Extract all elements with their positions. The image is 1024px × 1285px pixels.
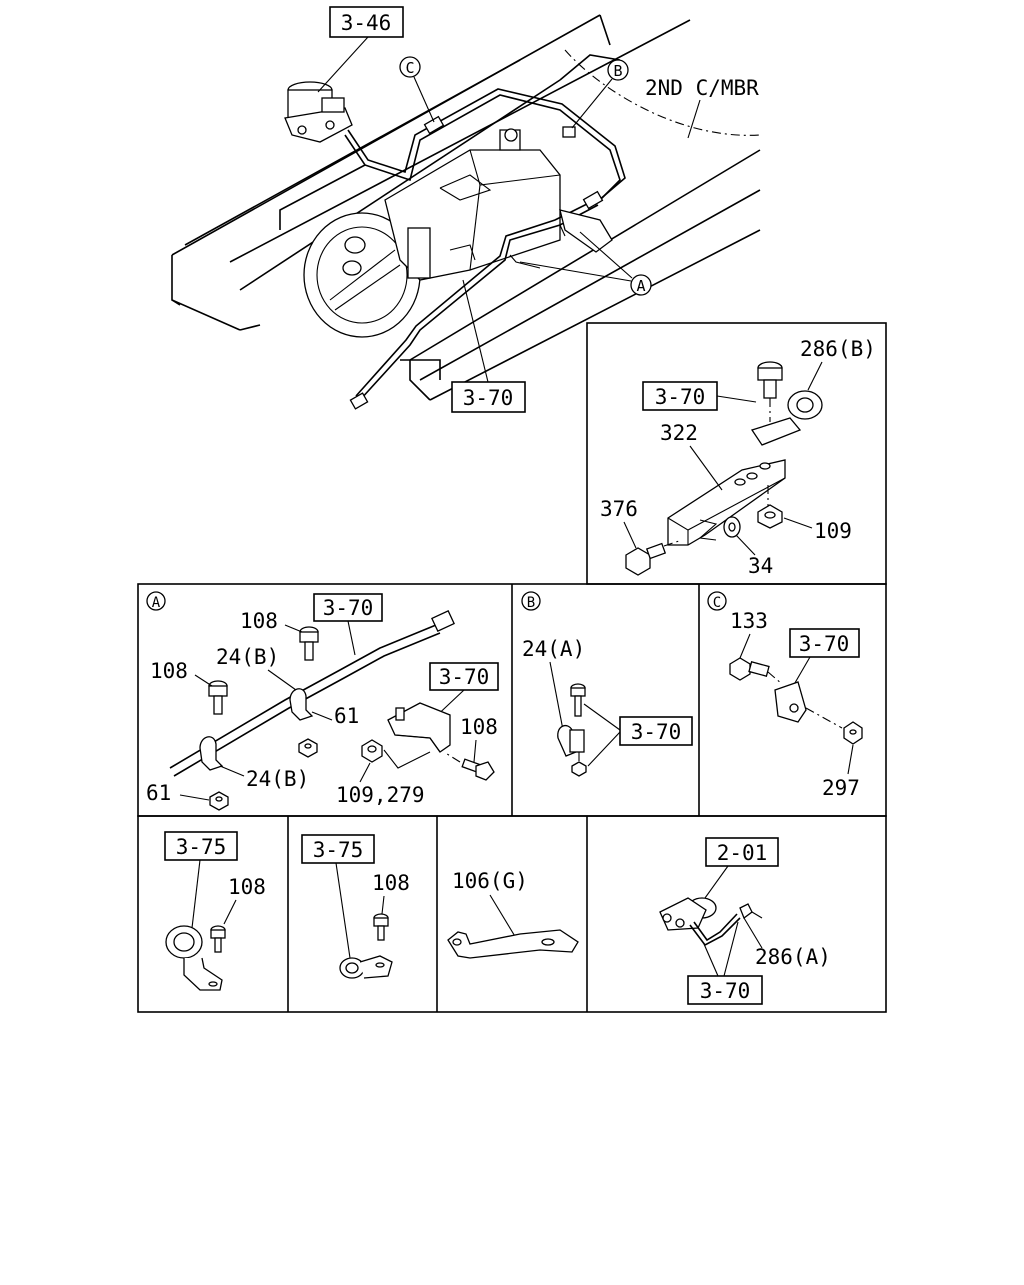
main-ref-air-dryer-label: 3-46 [341, 11, 392, 35]
detail-grid-frame [137, 322, 887, 1013]
brake-piping [279, 88, 626, 410]
detail-a-ref-pipe: 3-70 [323, 596, 374, 620]
detail-b-tag: B [527, 595, 535, 611]
callout-a-label: A [636, 277, 645, 295]
detail-c-part-nut: 297 [822, 776, 860, 800]
detail-a-part-bolt-right: 108 [460, 715, 498, 739]
bottom-panel-2-ref: 3-75 [313, 838, 364, 862]
detail-a-part-clip-top: 24(B) [216, 645, 279, 669]
callout-a: A [519, 231, 652, 296]
callout-c: C [399, 56, 435, 123]
main-ref-transmission: 3-70 [451, 279, 526, 413]
bottom-panel-2-part: 108 [372, 871, 410, 895]
callout-b-label: B [613, 62, 622, 80]
detail-a-part-nut-mid: 61 [334, 704, 359, 728]
detail-a-part-nut-pair: 109,279 [336, 783, 425, 807]
bottom-panel-2: 3-75 108 [301, 834, 410, 979]
detail-a: A 3-70 108 24(B) 61 108 24(B) [146, 591, 499, 811]
callout-b: B [571, 59, 629, 129]
bottom-panel-3-part: 106(G) [452, 869, 528, 893]
detail-b: B 24(A) 3-70 [521, 591, 693, 777]
member-label-text: 2ND C/MBR [645, 76, 759, 100]
callout-c-label: C [405, 59, 414, 77]
detail-clip-ref: 3-70 [655, 385, 706, 409]
detail-b-part-clip: 24(A) [522, 637, 585, 661]
bottom-panel-4-ref-top: 2-01 [717, 841, 768, 865]
detail-a-tag: A [152, 595, 161, 611]
detail-a-ref-bracket: 3-70 [439, 665, 490, 689]
detail-a-part-bolt-top: 108 [240, 609, 278, 633]
bottom-panel-3: 106(G) [447, 869, 579, 959]
detail-clip-part-washer: 34 [748, 554, 773, 578]
bottom-panel-4: 2-01 286(A) 3-70 [659, 837, 831, 1005]
main-ref-air-dryer: 3-46 [317, 6, 404, 93]
detail-a-part-clip-bottom: 24(B) [246, 767, 309, 791]
detail-c: C 133 3-70 297 [707, 591, 863, 800]
transmission [303, 128, 561, 338]
detail-a-part-bolt-left: 108 [150, 659, 188, 683]
detail-a-part-nut-bottom: 61 [146, 781, 171, 805]
main-assembly-view: 3-46 3-70 C B A 2ND C/MBR [171, 6, 761, 413]
detail-b-ref: 3-70 [631, 720, 682, 744]
detail-clip-part-bolt: 376 [600, 497, 638, 521]
main-ref-transmission-label: 3-70 [463, 386, 514, 410]
bottom-panel-1-part: 108 [228, 875, 266, 899]
detail-c-part-bolt: 133 [730, 609, 768, 633]
detail-clip-bracket: 3-70 286(B) 322 109 34 [600, 337, 876, 578]
detail-clip-part-nut: 109 [814, 519, 852, 543]
air-dryer [284, 81, 353, 143]
detail-c-tag: C [713, 595, 721, 611]
detail-c-ref: 3-70 [799, 632, 850, 656]
bottom-panel-1: 3-75 108 [164, 831, 266, 991]
bottom-panel-1-ref: 3-75 [176, 835, 227, 859]
member-label: 2ND C/MBR [645, 76, 759, 139]
bottom-panel-4-part: 286(A) [755, 945, 831, 969]
bottom-panel-4-ref-bottom: 3-70 [700, 979, 751, 1003]
detail-clip-part-clip: 286(B) [800, 337, 876, 361]
detail-clip-part-bracket: 322 [660, 421, 698, 445]
